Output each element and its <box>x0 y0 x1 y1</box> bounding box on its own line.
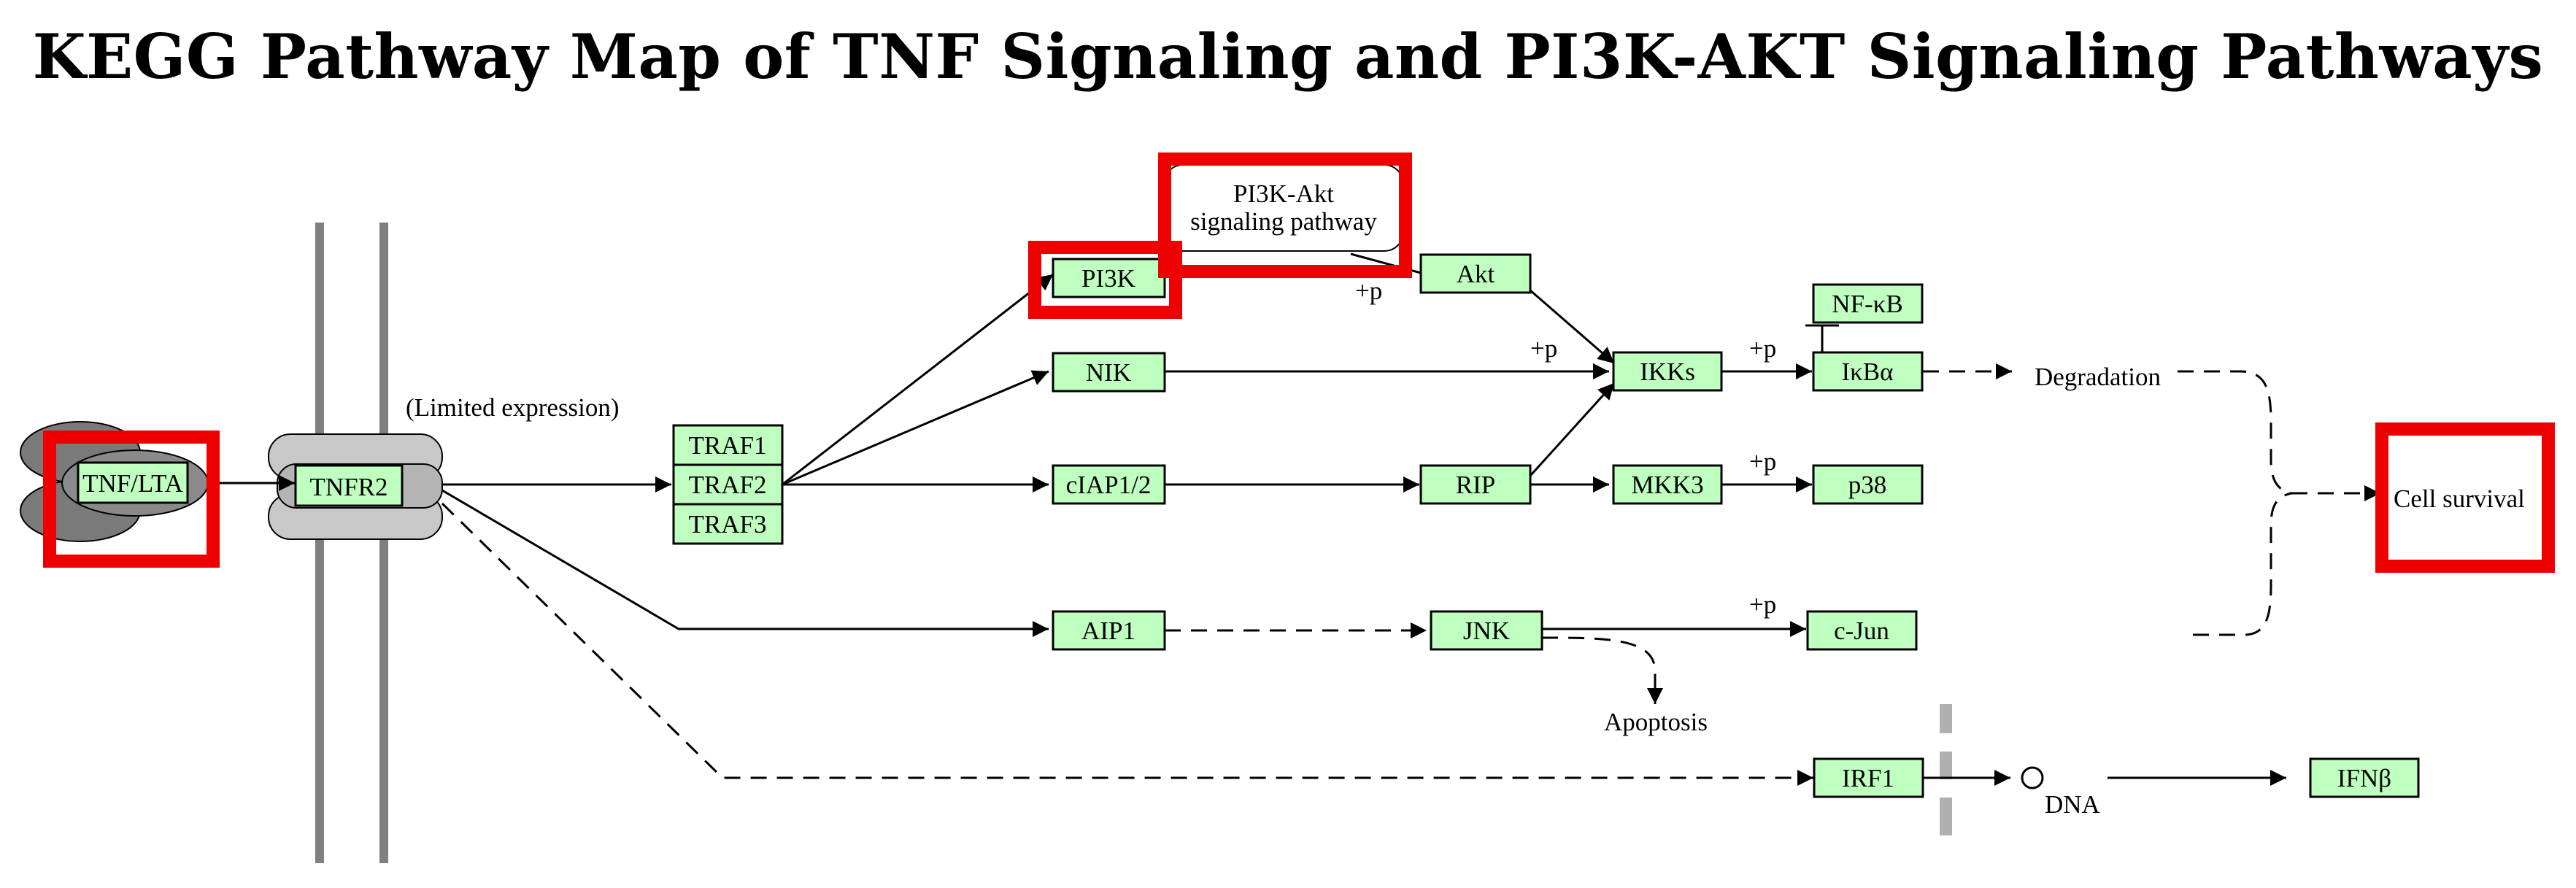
edge-traf-pi3k <box>782 273 1054 486</box>
edge-jnk-apoptosis <box>1541 636 1663 704</box>
highlight-tnf-lta <box>43 431 220 568</box>
cell-survival-label: Cell survival <box>2394 484 2525 513</box>
phospho-label-ikba: +p <box>1749 334 1776 363</box>
pathway-box-line2: signaling pathway <box>1190 207 1377 236</box>
apoptosis-label: Apoptosis <box>1604 708 1708 736</box>
node-mkk3-label: MKK3 <box>1631 471 1703 499</box>
node-ciap-label: cIAP1/2 <box>1066 471 1152 499</box>
node-nfkb[interactable]: NF-κB <box>1812 283 1924 324</box>
node-irf1-label: IRF1 <box>1842 764 1894 792</box>
node-cjun-label: c-Jun <box>1834 617 1889 645</box>
node-ikks[interactable]: IKKs <box>1612 351 1723 392</box>
membrane-line-left <box>315 223 324 863</box>
node-tnf-lta-label: TNF/LTA <box>82 469 184 498</box>
highlight-boxes <box>43 152 2555 573</box>
node-traf2[interactable]: TRAF2 <box>672 463 784 506</box>
node-jnk[interactable]: JNK <box>1430 610 1543 651</box>
bracket-lower <box>2193 492 2292 636</box>
node-nfkb-label: NF-κB <box>1832 290 1902 318</box>
node-p38-label: p38 <box>1848 471 1887 499</box>
cell-membrane <box>315 223 388 863</box>
node-aip1-label: AIP1 <box>1081 617 1135 645</box>
node-aip1[interactable]: AIP1 <box>1052 610 1166 651</box>
node-traf1[interactable]: TRAF1 <box>672 424 784 466</box>
node-pi3k-label: PI3K <box>1081 264 1135 293</box>
edge-traf-nik <box>782 370 1049 486</box>
node-tnfr2-label: TNFR2 <box>310 473 388 501</box>
phospho-label-p38: +p <box>1749 447 1776 476</box>
phospho-label-ikks: +p <box>1530 334 1557 363</box>
highlight-pi3k <box>1028 241 1182 319</box>
node-traf1-label: TRAF1 <box>689 431 767 460</box>
limited-expression-label: (Limited expression) <box>406 393 620 422</box>
node-akt[interactable]: Akt <box>1419 253 1532 294</box>
phospho-label-cjun: +p <box>1749 590 1776 619</box>
dna-label: DNA <box>2045 790 2101 819</box>
node-nik-label: NIK <box>1086 358 1131 387</box>
node-akt-label: Akt <box>1457 260 1495 288</box>
node-traf3-label: TRAF3 <box>689 510 767 538</box>
node-tnf-lta[interactable]: TNF/LTA <box>77 461 189 504</box>
node-ikba-label: IκBα <box>1842 358 1894 386</box>
bracket-upper <box>2178 370 2292 495</box>
node-cjun[interactable]: c-Jun <box>1806 610 1918 651</box>
node-rip-label: RIP <box>1456 471 1495 499</box>
node-jnk-label: JNK <box>1463 617 1510 645</box>
node-ciap[interactable]: cIAP1/2 <box>1052 464 1166 505</box>
node-irf1[interactable]: IRF1 <box>1813 757 1924 798</box>
node-mkk3[interactable]: MKK3 <box>1612 464 1723 505</box>
highlight-pathway <box>1158 152 1412 278</box>
node-tnfr2[interactable]: TNFR2 <box>294 464 404 507</box>
pi3k-akt-pathway-link[interactable]: PI3K-Akt signaling pathway <box>1163 164 1404 252</box>
highlight-cell-survival <box>2375 422 2555 573</box>
tnfr2-receptor[interactable]: TNFR2 <box>268 433 443 540</box>
edge-rip-ikks <box>1529 382 1616 477</box>
edges <box>212 252 2380 789</box>
node-traf3[interactable]: TRAF3 <box>672 503 784 545</box>
phospho-label-akt: +p <box>1355 277 1382 305</box>
node-ifnb-label: IFNβ <box>2337 764 2391 792</box>
degradation-label: Degradation <box>2035 363 2161 391</box>
node-nik[interactable]: NIK <box>1052 352 1166 393</box>
edge-akt-ikks <box>1530 289 1615 365</box>
node-rip[interactable]: RIP <box>1419 464 1532 505</box>
membrane-line-right <box>379 223 388 863</box>
node-ikks-label: IKKs <box>1640 358 1695 386</box>
edge-tnfr2-aip1 <box>441 489 1049 637</box>
phospho-labels: +p +p +p +p +p <box>1355 277 1776 619</box>
node-p38[interactable]: p38 <box>1812 464 1924 505</box>
node-ikba[interactable]: IκBα <box>1812 351 1924 392</box>
pathway-box-line1: PI3K-Akt <box>1233 179 1334 208</box>
figure-title: KEGG Pathway Map of TNF Signaling and PI… <box>32 20 2544 93</box>
node-traf2-label: TRAF2 <box>689 471 767 499</box>
dna-node <box>2021 766 2044 789</box>
node-ifnb[interactable]: IFNβ <box>2309 757 2420 798</box>
nuclear-membrane <box>1940 704 1952 835</box>
node-pi3k[interactable]: PI3K <box>1052 258 1166 298</box>
